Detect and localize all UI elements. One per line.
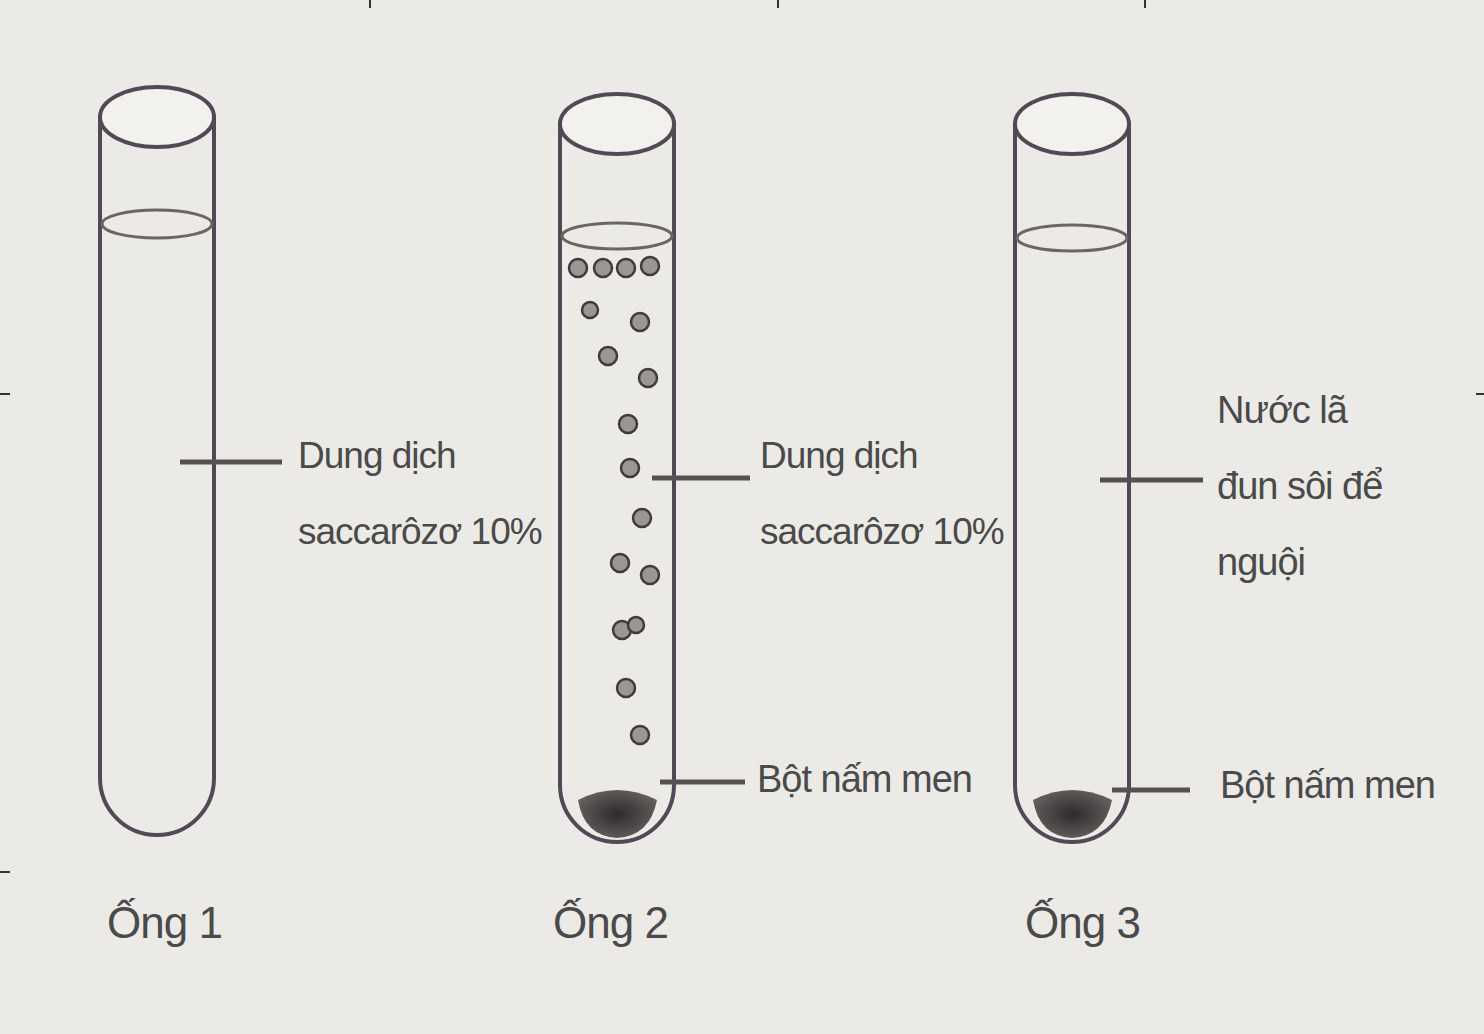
gas-bubble bbox=[617, 679, 635, 697]
solution-label: Dung dịch saccarôzơ 10% bbox=[298, 418, 598, 570]
test-tube bbox=[560, 94, 674, 842]
gas-bubble bbox=[633, 509, 651, 527]
gas-bubble bbox=[628, 617, 644, 633]
gas-bubble bbox=[631, 726, 649, 744]
test-tube bbox=[1015, 94, 1129, 842]
gas-bubbles bbox=[569, 257, 659, 744]
tube-number: Ống 1 bbox=[107, 900, 222, 946]
yeast-label: Bột nấm men bbox=[1220, 766, 1435, 806]
gas-bubble bbox=[611, 554, 629, 572]
gas-bubble bbox=[582, 302, 598, 318]
yeast-powder bbox=[1033, 790, 1112, 838]
tube-number: Ống 3 bbox=[1025, 900, 1140, 946]
yeast-powder bbox=[578, 790, 657, 838]
gas-bubble bbox=[617, 259, 635, 277]
gas-bubble bbox=[619, 415, 637, 433]
yeast-label: Bột nấm men bbox=[757, 760, 972, 800]
gas-bubble bbox=[639, 369, 657, 387]
gas-bubble bbox=[641, 566, 659, 584]
gas-bubble bbox=[641, 257, 659, 275]
gas-bubble bbox=[631, 313, 649, 331]
tube-number: Ống 2 bbox=[553, 900, 668, 946]
solution-label: Dung dịch saccarôzơ 10% bbox=[760, 418, 1060, 570]
gas-bubble bbox=[569, 259, 587, 277]
gas-bubble bbox=[621, 459, 639, 477]
gas-bubble bbox=[594, 259, 612, 277]
water-label: Nước lã đun sôi để nguội bbox=[1217, 372, 1392, 600]
gas-bubble bbox=[599, 347, 617, 365]
